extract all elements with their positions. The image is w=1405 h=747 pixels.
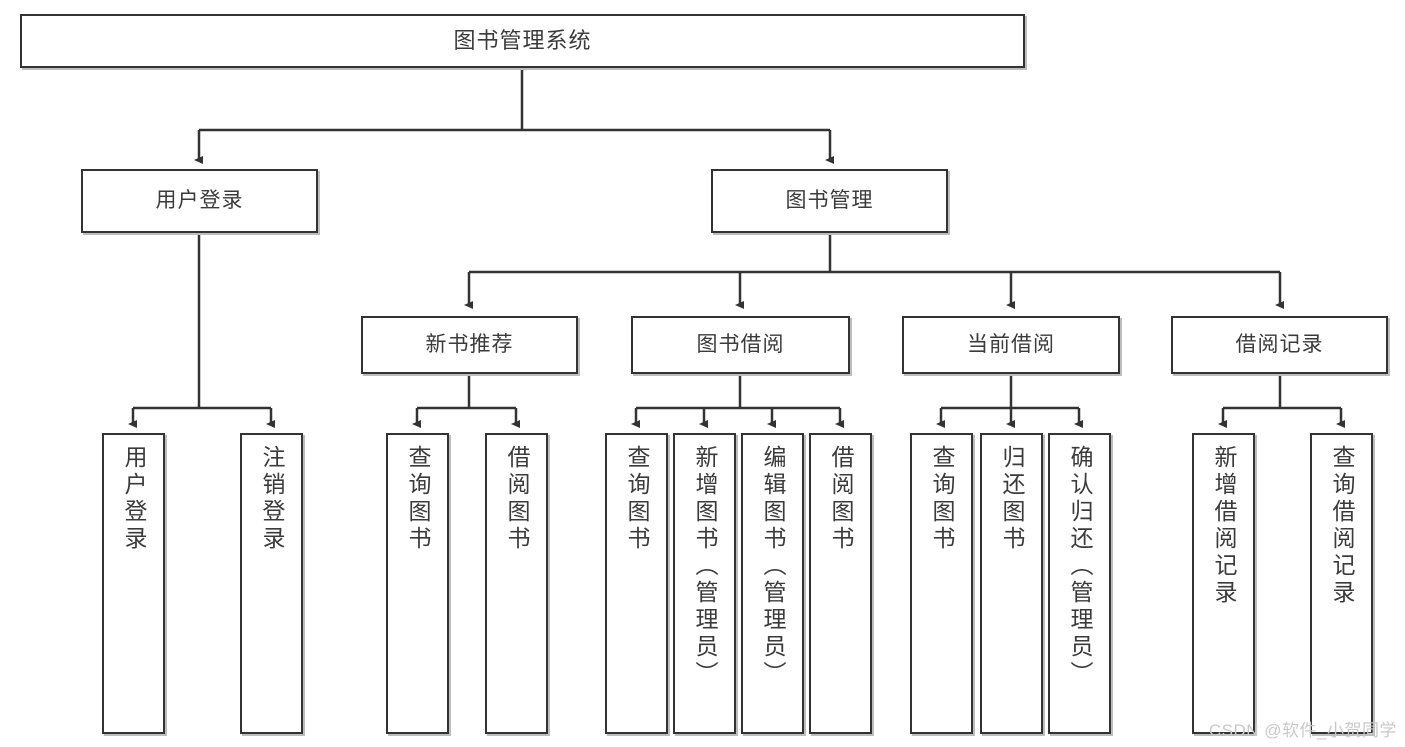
leaf-book-borrow-add-book-label: 新增图书（管理员） — [692, 445, 718, 688]
node-book-management[interactable]: 图书管理 — [711, 169, 948, 233]
node-borrow-record[interactable]: 借阅记录 — [1171, 316, 1388, 374]
node-borrow-record-label: 借阅记录 — [1235, 332, 1324, 356]
leaf-borrow-record-query-record-label: 查询借阅记录 — [1329, 445, 1355, 607]
node-root[interactable]: 图书管理系统 — [20, 14, 1025, 68]
leaf-user-login-logout-label: 注销登录 — [259, 445, 285, 553]
leaf-book-borrow-borrow-book-label: 借阅图书 — [828, 445, 854, 553]
node-user-login-label: 用户登录 — [155, 188, 244, 212]
leaf-new-book-borrow-book-label: 借阅图书 — [504, 445, 530, 553]
leaf-borrow-record-add-record[interactable]: 新增借阅记录 — [1192, 433, 1255, 734]
node-book-borrow[interactable]: 图书借阅 — [631, 316, 850, 374]
node-user-login[interactable]: 用户登录 — [81, 169, 318, 233]
leaf-borrow-record-query-record[interactable]: 查询借阅记录 — [1310, 433, 1373, 734]
node-book-borrow-label: 图书借阅 — [696, 332, 785, 356]
leaf-book-borrow-add-book[interactable]: 新增图书（管理员） — [673, 433, 736, 734]
leaf-current-borrow-return-book[interactable]: 归还图书 — [980, 433, 1043, 734]
leaf-user-login-logout[interactable]: 注销登录 — [240, 433, 303, 734]
node-book-management-label: 图书管理 — [785, 188, 874, 212]
node-new-book-recommend[interactable]: 新书推荐 — [361, 316, 578, 374]
leaf-book-borrow-edit-book[interactable]: 编辑图书（管理员） — [741, 433, 804, 734]
leaf-current-borrow-confirm-return-label: 确认归还（管理员） — [1067, 445, 1093, 688]
leaf-book-borrow-borrow-book[interactable]: 借阅图书 — [809, 433, 872, 734]
node-root-label: 图书管理系统 — [453, 28, 592, 54]
leaf-current-borrow-query-book-label: 查询图书 — [929, 445, 955, 553]
node-new-book-recommend-label: 新书推荐 — [425, 332, 514, 356]
leaf-current-borrow-query-book[interactable]: 查询图书 — [910, 433, 973, 734]
node-current-borrow-label: 当前借阅 — [967, 332, 1055, 356]
leaf-borrow-record-add-record-label: 新增借阅记录 — [1211, 445, 1237, 607]
leaf-user-login-login-label: 用户登录 — [121, 445, 147, 553]
leaf-new-book-query-book-label: 查询图书 — [405, 445, 431, 553]
leaf-book-borrow-query-book[interactable]: 查询图书 — [605, 433, 668, 734]
leaf-book-borrow-edit-book-label: 编辑图书（管理员） — [760, 445, 786, 688]
leaf-new-book-query-book[interactable]: 查询图书 — [386, 433, 449, 734]
node-current-borrow[interactable]: 当前借阅 — [902, 316, 1120, 374]
leaf-current-borrow-confirm-return[interactable]: 确认归还（管理员） — [1048, 433, 1111, 734]
leaf-book-borrow-query-book-label: 查询图书 — [624, 445, 650, 553]
leaf-new-book-borrow-book[interactable]: 借阅图书 — [485, 433, 548, 734]
leaf-current-borrow-return-book-label: 归还图书 — [999, 445, 1025, 553]
leaf-user-login-login[interactable]: 用户登录 — [102, 433, 165, 734]
